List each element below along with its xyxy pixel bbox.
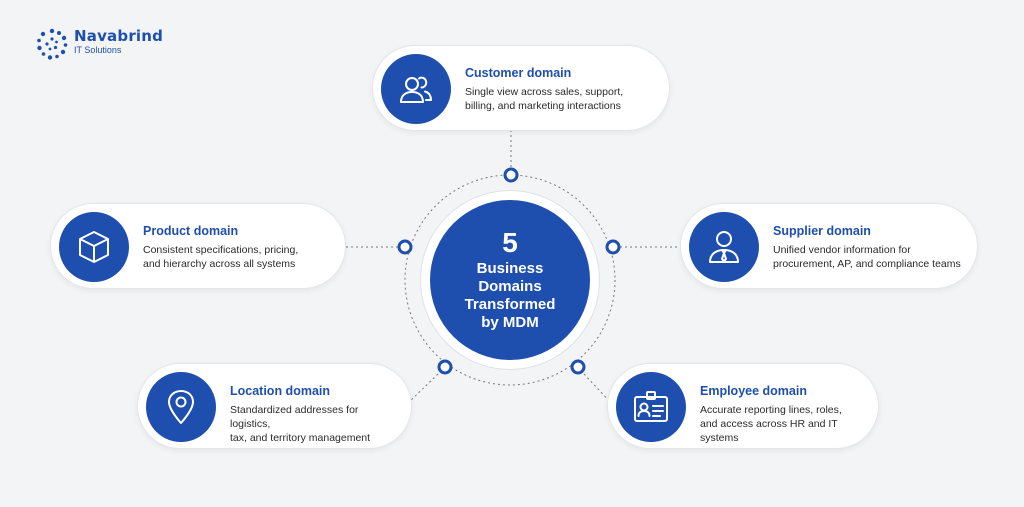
location-domain-description: Standardized addresses for logistics, ta…	[230, 404, 371, 444]
node-location	[437, 359, 453, 375]
node-supplier	[605, 239, 621, 255]
domain-count: 5	[502, 227, 518, 258]
product-domain-description: Consistent specifications, pricing, and …	[143, 244, 299, 270]
supplier-domain-title: Supplier domain	[773, 224, 871, 238]
node-customer	[503, 167, 519, 183]
product-icon-circle	[59, 212, 129, 282]
users-icon	[400, 76, 432, 103]
location-domain-title: Location domain	[230, 384, 330, 398]
brand-name: Navabrind	[74, 27, 164, 45]
brand-tagline: IT Solutions	[74, 45, 122, 55]
card-location-domain: Location domain Standardized addresses f…	[137, 363, 412, 449]
supplier-icon-circle	[689, 212, 759, 282]
id-badge-icon	[634, 391, 668, 422]
map-pin-icon	[168, 390, 194, 424]
node-product	[397, 239, 413, 255]
orbit-ring	[404, 174, 616, 386]
card-product-domain: Product domain Consistent specifications…	[50, 203, 346, 289]
cube-icon	[79, 231, 109, 263]
card-employee-domain: Employee domain Accurate reporting lines…	[607, 363, 879, 449]
supplier-domain-description: Unified vendor information for procureme…	[773, 244, 961, 270]
employee-domain-title: Employee domain	[700, 384, 807, 398]
connector-employee	[583, 373, 613, 405]
product-domain-title: Product domain	[143, 224, 239, 238]
card-customer-domain: Customer domain Single view across sales…	[372, 45, 670, 131]
person-tie-icon	[709, 231, 739, 263]
center-hub: 5 Business Domains Transformed by MDM	[430, 200, 590, 360]
employee-icon-circle	[616, 372, 686, 442]
center-label: Business Domains Transformed by MDM	[464, 260, 556, 331]
employee-domain-description: Accurate reporting lines, roles, and acc…	[700, 404, 842, 444]
logo-dots-icon	[37, 28, 68, 60]
company-logo: Navabrind IT Solutions	[36, 28, 163, 60]
customer-icon-circle	[381, 54, 451, 124]
node-employee	[570, 359, 586, 375]
customer-domain-title: Customer domain	[465, 66, 572, 80]
location-icon-circle	[146, 372, 216, 442]
customer-domain-description: Single view across sales, support, billi…	[465, 86, 624, 112]
card-supplier-domain: Supplier domain Unified vendor informati…	[680, 203, 978, 289]
